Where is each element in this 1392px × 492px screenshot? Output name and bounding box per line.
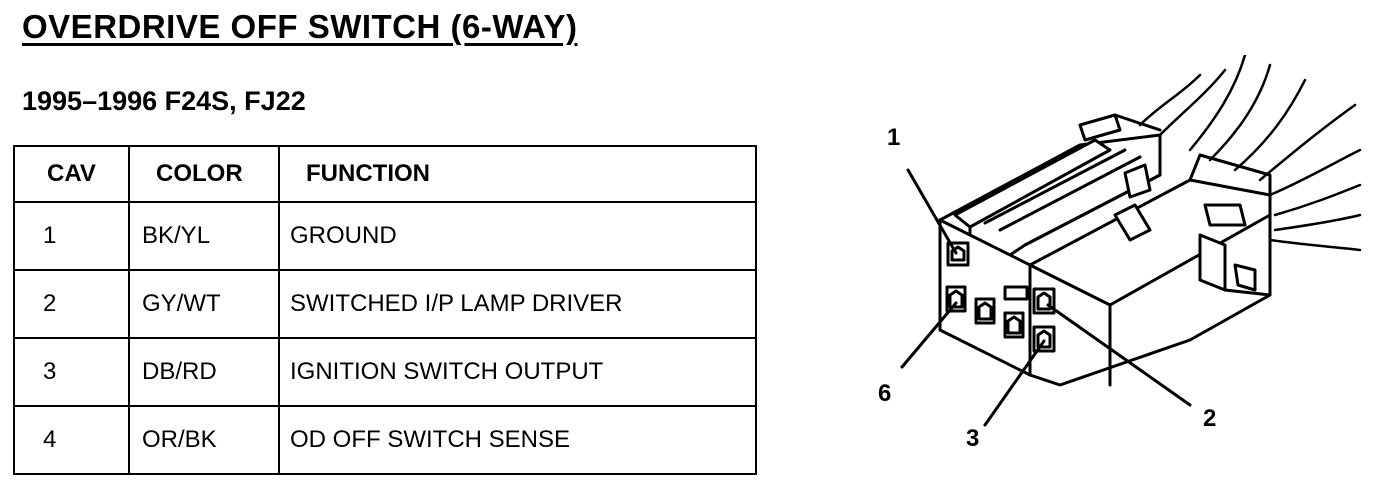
cell-cav: 2 bbox=[13, 269, 130, 339]
table-row: 4 OR/BK OD OFF SWITCH SENSE bbox=[13, 405, 757, 475]
table-row: 1 BK/YL GROUND bbox=[13, 201, 757, 271]
leader-line-2 bbox=[1046, 303, 1192, 407]
leader-line-1 bbox=[906, 168, 958, 255]
cavity-latch-slot bbox=[1003, 285, 1029, 301]
table-row: 3 DB/RD IGNITION SWITCH OUTPUT bbox=[13, 337, 757, 407]
cell-function: IGNITION SWITCH OUTPUT bbox=[278, 337, 757, 407]
cell-cav: 4 bbox=[13, 405, 130, 475]
leader-lines bbox=[900, 168, 1192, 427]
cavity-6 bbox=[945, 285, 967, 313]
page-title: OVERDRIVE OFF SWITCH (6-WAY) bbox=[22, 8, 578, 45]
column-header-color: COLOR bbox=[128, 145, 280, 203]
cell-function: GROUND bbox=[278, 201, 757, 271]
pin-label-6: 6 bbox=[878, 380, 892, 407]
pin-label-3: 3 bbox=[966, 425, 980, 452]
pin-label-1: 1 bbox=[887, 124, 901, 151]
cell-color: DB/RD bbox=[128, 337, 280, 407]
model-years-subtitle: 1995–1996 F24S, FJ22 bbox=[22, 86, 306, 116]
table-row: 2 GY/WT SWITCHED I/P LAMP DRIVER bbox=[13, 269, 757, 339]
cell-function: OD OFF SWITCH SENSE bbox=[278, 405, 757, 475]
wire-bundle bbox=[1138, 53, 1362, 252]
pin-label-2: 2 bbox=[1203, 405, 1217, 432]
cell-color: OR/BK bbox=[128, 405, 280, 475]
cell-color: BK/YL bbox=[128, 201, 280, 271]
cavity-3 bbox=[1032, 325, 1056, 353]
column-header-function: FUNCTION bbox=[278, 145, 757, 203]
connector-diagram: 1 2 3 6 bbox=[860, 53, 1370, 475]
upper-housing bbox=[938, 113, 1162, 277]
cell-cav: 3 bbox=[13, 337, 130, 407]
leader-line-6 bbox=[900, 301, 958, 369]
cavity-4 bbox=[1003, 311, 1025, 339]
pinout-table: CAV COLOR FUNCTION 1 BK/YL GROUND 2 GY/W… bbox=[13, 145, 757, 475]
cell-color: GY/WT bbox=[128, 269, 280, 339]
cavity-2 bbox=[1032, 287, 1056, 315]
table-header-row: CAV COLOR FUNCTION bbox=[13, 145, 757, 203]
cavity-5 bbox=[974, 297, 996, 325]
connector-illustration bbox=[900, 53, 1362, 427]
cell-cav: 1 bbox=[13, 201, 130, 271]
cell-function: SWITCHED I/P LAMP DRIVER bbox=[278, 269, 757, 339]
leader-line-3 bbox=[983, 339, 1046, 427]
column-header-cav: CAV bbox=[13, 145, 130, 203]
